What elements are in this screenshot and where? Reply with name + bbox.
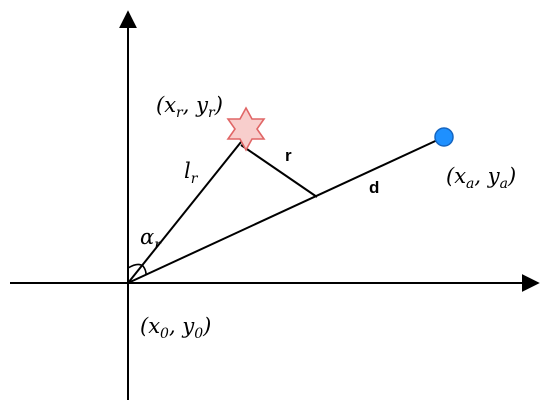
origin-label: (x0, y0) <box>140 314 211 342</box>
reference-line <box>127 141 242 284</box>
angle-arc <box>127 263 147 275</box>
filled-circle-icon <box>434 127 454 147</box>
length-label: lr <box>184 159 199 187</box>
distance-r-label: r <box>285 146 292 165</box>
angle-label: αr <box>140 225 162 253</box>
anchor-line <box>127 136 445 284</box>
distance-d-label: d <box>369 178 379 197</box>
perpendicular-line <box>240 144 318 198</box>
six-point-star-icon <box>226 106 266 152</box>
anchor-point-label: (xa, ya) <box>446 164 516 192</box>
reference-point-label: (xr, yr) <box>156 93 223 121</box>
